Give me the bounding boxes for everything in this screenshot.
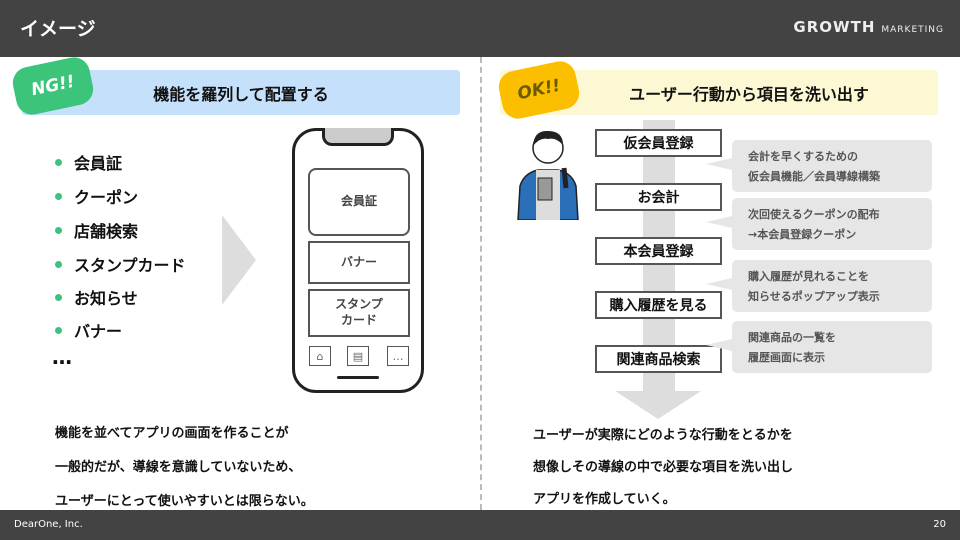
company-name: DearOne, Inc. — [14, 519, 83, 530]
ng-banner: 機能を羅列して配置する — [22, 70, 460, 115]
bullet-item: クーポン — [55, 184, 138, 208]
phone-card-box: 会員証 — [308, 168, 410, 236]
footer: DearOne, Inc. 20 — [0, 510, 960, 540]
coupon-icon: ▤ — [347, 346, 369, 366]
ng-description: 機能を並べてアプリの画面を作ることが一般的だが、導線を意識していないため、ユーザ… — [55, 426, 314, 509]
flow-step: 本会員登録 — [595, 237, 722, 265]
page-number: 20 — [933, 519, 946, 530]
phone-mockup: 会員証 バナー スタンプカード ⌂ ▤ … — [292, 128, 424, 393]
phone-notch — [322, 128, 394, 146]
more-ellipsis: … — [52, 345, 72, 369]
divider — [480, 57, 482, 510]
ok-description: ユーザーが実際にどのような行動をとるかを想像しその導線の中で必要な項目を洗い出し… — [533, 428, 794, 507]
ok-title: ユーザー行動から項目を洗い出す — [629, 84, 869, 104]
flow-step: 購入履歴を見る — [595, 291, 722, 319]
phone-banner-box: バナー — [308, 241, 410, 284]
callout: 購入履歴が見れることを知らせるポップアップ表示 — [706, 260, 932, 312]
bullet-item: スタンプカード — [55, 252, 186, 276]
bullet-item: 会員証 — [55, 150, 122, 174]
callout: 次回使えるクーポンの配布→本会員登録クーポン — [706, 198, 932, 250]
flow-step: 関連商品検索 — [595, 345, 722, 373]
person-illustration — [517, 130, 579, 220]
ng-title: 機能を羅列して配置する — [153, 84, 329, 104]
chat-icon: … — [387, 346, 409, 366]
callout: 会計を早くするための仮会員機能／会員導線構築 — [706, 140, 932, 192]
bullet-item: バナー — [55, 318, 122, 342]
home-icon: ⌂ — [309, 346, 331, 366]
flow-arrow-down-icon — [615, 391, 701, 419]
callout: 関連商品の一覧を履歴画面に表示 — [706, 321, 932, 373]
phone-stamp-box: スタンプカード — [308, 289, 410, 337]
header-bar — [0, 0, 960, 57]
home-indicator — [337, 376, 379, 379]
arrow-right-icon — [222, 215, 256, 305]
flow-step: お会計 — [595, 183, 722, 211]
bullet-item: お知らせ — [55, 285, 138, 309]
flow-step: 仮会員登録 — [595, 129, 722, 157]
slide-title: イメージ — [20, 18, 96, 40]
bullet-item: 店舗検索 — [55, 218, 138, 242]
